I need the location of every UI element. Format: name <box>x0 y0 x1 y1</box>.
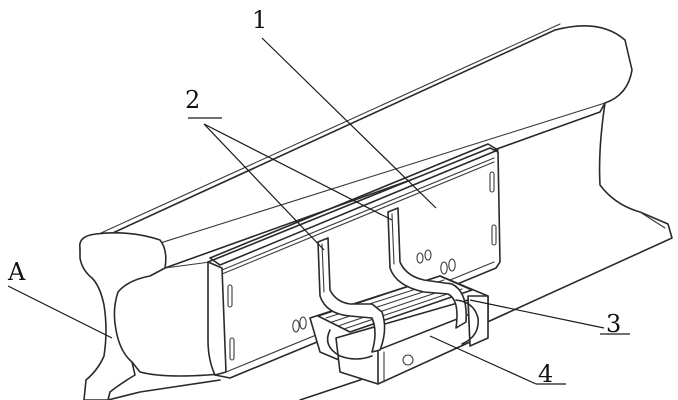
leader-1 <box>261 37 437 209</box>
label-part-4: 4 <box>538 360 553 388</box>
clamp-plate-face <box>207 147 501 379</box>
clamp-plate <box>207 143 501 379</box>
spring-clip-left <box>317 237 386 353</box>
clamp-block <box>335 299 471 385</box>
leader-lines <box>7 37 630 385</box>
spring-clips <box>317 207 479 360</box>
rail-end-profile <box>79 232 167 400</box>
label-part-1: 1 <box>252 6 267 34</box>
label-section-A: A <box>7 258 26 286</box>
leader-2a <box>203 123 325 251</box>
leader-A <box>7 285 113 339</box>
leader-3 <box>469 299 605 329</box>
label-part-2: 2 <box>185 86 200 114</box>
leader-4 <box>429 335 537 385</box>
leader-2b <box>203 123 393 221</box>
spring-clip-right <box>387 207 468 329</box>
rail <box>79 23 673 400</box>
label-part-3: 3 <box>606 310 621 338</box>
